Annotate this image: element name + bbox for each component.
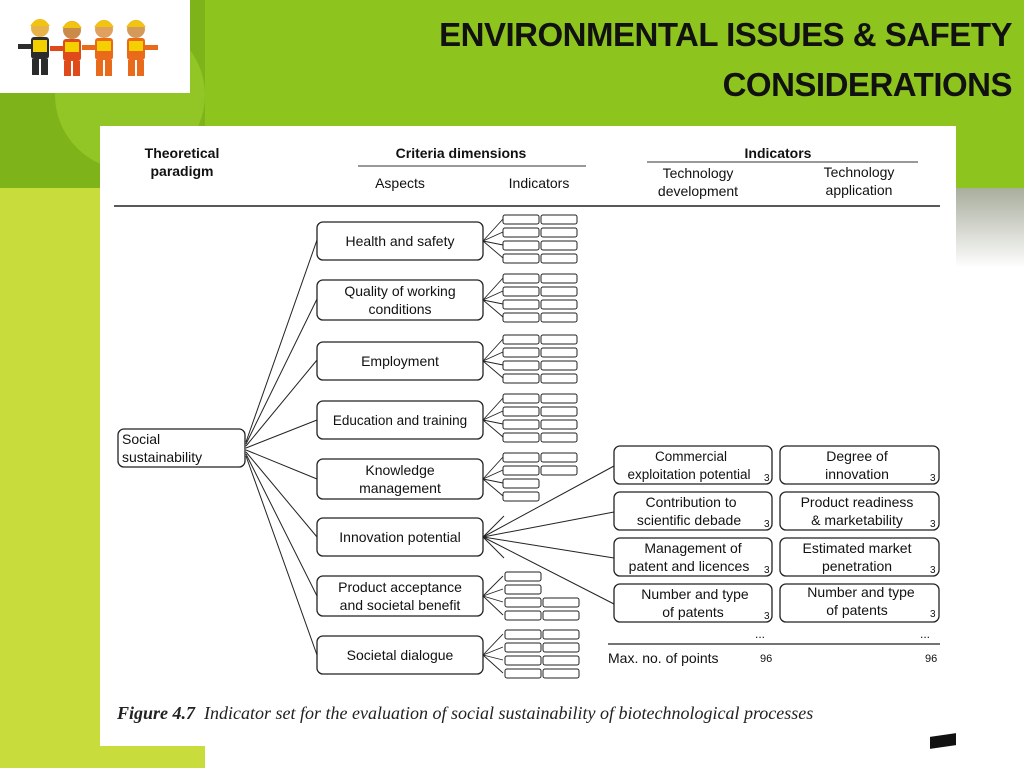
aspect-knowledge-management: Knowledge management	[316, 458, 484, 500]
aspect-health-and-safety-label: Health and safety	[346, 233, 455, 249]
indicator-row-3-app-line1: Estimated market	[803, 540, 912, 556]
indicator-row-4-dev-points: 3	[764, 611, 770, 622]
indicator-row-2-dev-line2: scientific debade	[637, 512, 742, 528]
aspect-knowledge-line2: management	[359, 480, 441, 496]
slide-title-line2: CONSIDERATIONS	[722, 66, 1013, 103]
logo-box	[0, 0, 190, 93]
indicator-row-1-dev-points: 3	[764, 473, 770, 484]
figure-caption-text: Indicator set for the evaluation of soci…	[204, 703, 814, 723]
slide-title: ENVIRONMENTAL ISSUES & SAFETY CONSIDERAT…	[312, 10, 1012, 110]
indicator-row-3-dev-line1: Management of	[644, 540, 741, 556]
aspect-quality-of-working-conditions: Quality of working conditions	[316, 279, 484, 321]
header-theoretical-line2: paradigm	[150, 163, 213, 179]
root-node-line1: Social	[122, 431, 160, 447]
root-node-line2: sustainability	[122, 449, 202, 465]
header-criteria-dimensions: Criteria dimensions	[396, 145, 527, 161]
background-right-gradient	[955, 188, 1024, 268]
construction-workers-logo	[18, 19, 158, 76]
ellipsis-dev: ...	[755, 627, 765, 641]
aspect-innovation-potential: Innovation potential	[316, 517, 484, 557]
indicator-row-4-app-line1: Number and type	[807, 584, 915, 600]
indicator-row-2-app-line1: Product readiness	[801, 494, 914, 510]
aspect-employment-label: Employment	[361, 353, 439, 369]
figure-caption-label: Figure 4.7	[117, 703, 196, 723]
indicator-row-1-app-line2: innovation	[825, 466, 889, 482]
innovation-connectors	[482, 465, 615, 605]
indicator-row-4-dev-line2: of patents	[662, 604, 724, 620]
indicator-row-2-dev-line1: Contribution to	[645, 494, 736, 510]
indicator-row-4-dev-line1: Number and type	[641, 586, 749, 602]
header-indicators-col: Indicators	[509, 175, 570, 191]
indicator-row-2: Contribution to scientific debade 3 Prod…	[613, 491, 940, 531]
small-indicator-boxes	[502, 214, 580, 679]
aspect-quality-line2: conditions	[368, 301, 431, 317]
background-right-stub	[930, 733, 956, 749]
indicator-row-1-app-line1: Degree of	[826, 448, 888, 464]
aspect-societal-dialogue: Societal dialogue	[316, 635, 484, 675]
indicator-row-4-app-line2: of patents	[826, 602, 888, 618]
indicator-row-2-dev-points: 3	[764, 519, 770, 530]
header-tech-app-line2: application	[826, 182, 893, 198]
aspect-societal-label: Societal dialogue	[347, 647, 454, 663]
indicator-row-3-dev-points: 3	[764, 565, 770, 576]
aspect-education-label: Education and training	[333, 413, 467, 428]
slide-title-line1: ENVIRONMENTAL ISSUES & SAFETY	[439, 16, 1012, 53]
aspect-knowledge-line1: Knowledge	[365, 462, 434, 478]
header-theoretical-line1: Theoretical	[145, 145, 220, 161]
ellipsis-app: ...	[920, 627, 930, 641]
aspect-innovation-label: Innovation potential	[339, 529, 460, 545]
indicator-row-2-app-points: 3	[930, 519, 936, 530]
indicator-row-1-dev-line2: exploitation potential	[627, 467, 750, 482]
aspect-product-acceptance: Product acceptance and societal benefit	[316, 575, 484, 617]
indicator-row-4-app-points: 3	[930, 609, 936, 620]
aspect-product-line2: and societal benefit	[340, 597, 461, 613]
header-aspects: Aspects	[375, 175, 425, 191]
indicator-row-3-dev-line2: patent and licences	[629, 558, 750, 574]
header-tech-dev-line1: Technology	[663, 165, 734, 181]
figure-caption: Figure 4.7 Indicator set for the evaluat…	[117, 701, 947, 725]
indicator-set-diagram: Theoretical paradigm Criteria dimensions…	[114, 145, 940, 679]
indicator-row-1-app-points: 3	[930, 473, 936, 484]
header-tech-app-line1: Technology	[824, 164, 895, 180]
aspect-education-and-training: Education and training	[316, 400, 484, 440]
max-points-dev: 96	[760, 653, 772, 665]
aspect-product-line1: Product acceptance	[338, 579, 462, 595]
figure-panel: Theoretical paradigm Criteria dimensions…	[100, 126, 956, 746]
indicator-row-3-app-points: 3	[930, 565, 936, 576]
indicator-row-1-dev-line1: Commercial	[655, 449, 727, 464]
indicator-row-3: Management of patent and licences 3 Esti…	[613, 537, 940, 577]
indicator-row-2-app-line2: & marketability	[811, 512, 903, 528]
aspect-health-and-safety: Health and safety	[316, 221, 484, 261]
max-points-app: 96	[925, 653, 937, 665]
aspect-indicator-connectors	[482, 218, 504, 674]
header-indicators-group: Indicators	[745, 145, 812, 161]
indicator-row-3-app-line2: penetration	[822, 558, 892, 574]
aspect-employment: Employment	[316, 341, 484, 381]
max-points-label: Max. no. of points	[608, 650, 719, 666]
aspect-quality-line1: Quality of working	[344, 283, 455, 299]
root-node-box	[117, 428, 246, 468]
indicator-row-1: Commercial exploitation potential 3 Degr…	[613, 445, 940, 485]
root-connectors	[245, 239, 318, 656]
indicator-row-4: Number and type of patents 3 Number and …	[613, 583, 940, 623]
header-tech-dev-line2: development	[658, 183, 738, 199]
